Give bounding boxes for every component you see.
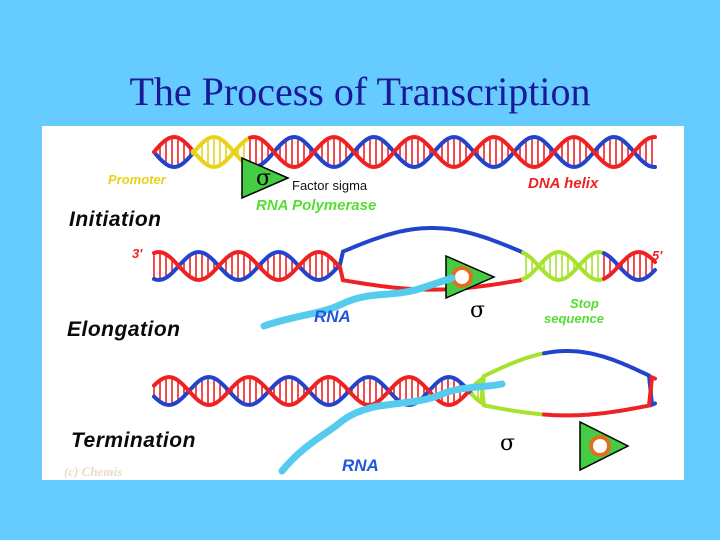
rna-label-elongation: RNA <box>314 307 351 326</box>
credit-watermark: (c) Chemis <box>64 464 123 479</box>
slide-title: The Process of Transcription <box>129 69 591 114</box>
rna-polymerase-initiation <box>241 156 290 200</box>
transcription-diagram: DNA helix Promoter Factor sigma RNA Poly… <box>42 126 684 480</box>
termination-label: Termination <box>71 429 196 452</box>
dna-strands-drawing <box>152 134 657 475</box>
sigma-factor-initiation: σ <box>256 166 272 191</box>
sequence-label: sequence <box>544 311 604 326</box>
rna-strand-elongation <box>260 274 456 330</box>
initiation-label: Initiation <box>69 208 162 231</box>
five-prime-label: 5' <box>652 248 663 263</box>
sigma-factor-termination: σ <box>500 431 516 456</box>
rna-polymerase-label: RNA Polymerase <box>256 197 377 214</box>
stop-label: Stop <box>570 296 599 311</box>
factor-sigma-label: Factor sigma <box>292 178 368 193</box>
three-prime-label: 3' <box>132 246 143 261</box>
rna-polymerase-termination <box>579 420 630 472</box>
elongation-label: Elongation <box>67 318 181 341</box>
promoter-label: Promoter <box>108 172 166 187</box>
dna-helix-label: DNA helix <box>528 175 599 192</box>
sigma-factor-elongation: σ <box>470 298 486 323</box>
rna-strand-termination <box>278 380 506 475</box>
rna-label-termination: RNA <box>342 456 379 475</box>
